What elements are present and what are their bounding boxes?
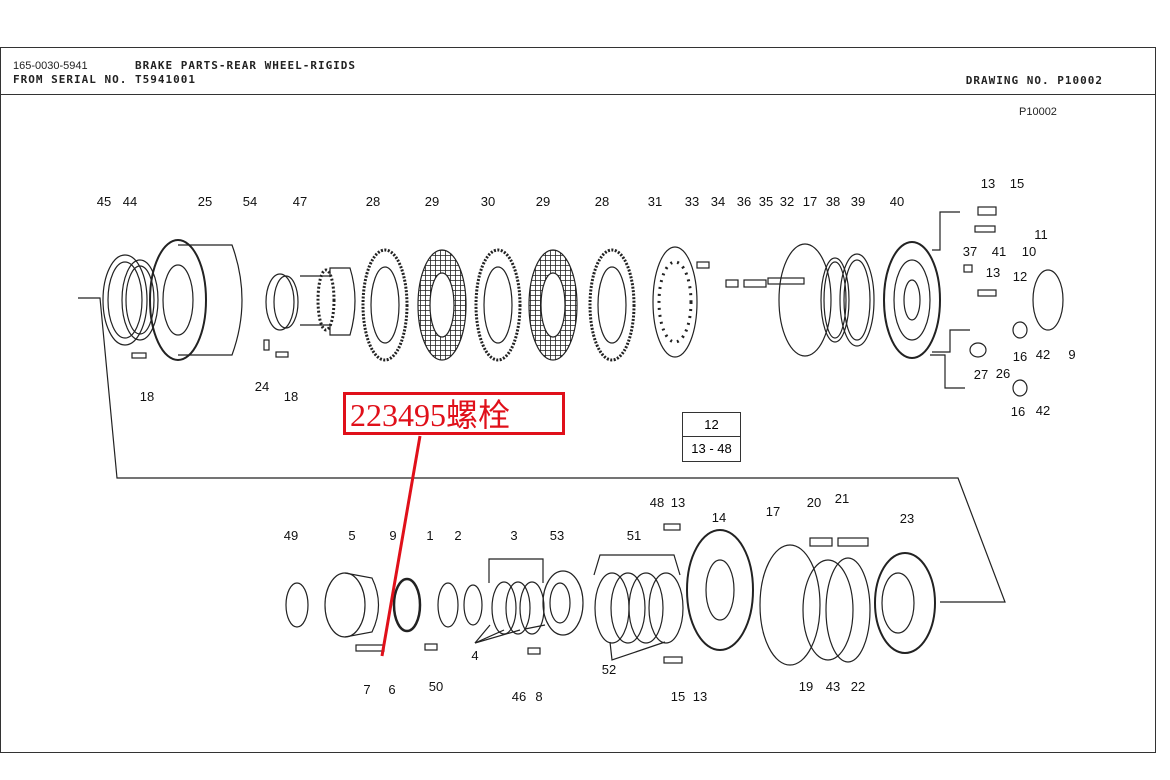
callout-label: 24 <box>255 379 269 394</box>
callout-label: 39 <box>851 194 865 209</box>
callout-label: 26 <box>996 366 1010 381</box>
callout-label: 41 <box>992 244 1006 259</box>
callout-label: 23 <box>900 511 914 526</box>
callout-label: 37 <box>963 244 977 259</box>
drawing-ref: P10002 <box>1019 106 1057 118</box>
callout-label: 1 <box>426 528 433 543</box>
callout-label: 44 <box>123 194 137 209</box>
callout-label: 51 <box>627 528 641 543</box>
callout-label: 34 <box>711 194 725 209</box>
callout-label: 13 <box>693 689 707 704</box>
drawing-sheet: 165-0030-5941 BRAKE PARTS-REAR WHEEL-RIG… <box>0 47 1156 753</box>
annotation-leader-line <box>380 435 422 657</box>
callout-label: 9 <box>389 528 396 543</box>
callout-label: 14 <box>712 510 726 525</box>
callout-label: 3 <box>510 528 517 543</box>
callout-label: 16 <box>1013 349 1027 364</box>
callout-label: 16 <box>1011 404 1025 419</box>
callout-label: 33 <box>685 194 699 209</box>
callout-label: 2 <box>454 528 461 543</box>
callout-label: 53 <box>550 528 564 543</box>
serial-number: FROM SERIAL NO. T5941001 <box>13 73 196 86</box>
callout-label: 54 <box>243 194 257 209</box>
callout-label: 13 <box>671 495 685 510</box>
reference-bottom: 13 - 48 <box>691 441 732 456</box>
drawing-number: DRAWING NO. P10002 <box>965 74 1103 87</box>
callout-label: 31 <box>648 194 662 209</box>
callout-label: 47 <box>293 194 307 209</box>
callout-label: 11 <box>1034 227 1048 242</box>
callout-label: 30 <box>481 194 495 209</box>
callout-label: 5 <box>348 528 355 543</box>
callout-label: 29 <box>536 194 550 209</box>
callout-label: 28 <box>595 194 609 209</box>
callout-label: 48 <box>650 495 664 510</box>
title-block: 165-0030-5941 BRAKE PARTS-REAR WHEEL-RIG… <box>1 48 1155 95</box>
callout-label: 22 <box>851 679 865 694</box>
callout-label: 7 <box>363 682 370 697</box>
callout-label: 12 <box>1013 269 1027 284</box>
callout-label: 18 <box>284 389 298 404</box>
callout-label: 6 <box>388 682 395 697</box>
callout-label: 17 <box>766 504 780 519</box>
callout-label: 49 <box>284 528 298 543</box>
part-number: 165-0030-5941 <box>13 60 88 72</box>
callout-label: 15 <box>671 689 685 704</box>
callout-label: 27 <box>974 367 988 382</box>
callout-label: 4 <box>471 648 478 663</box>
callout-label: 21 <box>835 491 849 506</box>
callout-label: 32 <box>780 194 794 209</box>
annotation-text: 223495螺栓 <box>350 397 511 433</box>
callout-label: 17 <box>803 194 817 209</box>
reference-box: 12 13 - 48 <box>682 412 741 462</box>
annotation-box: 223495螺栓 <box>343 392 565 435</box>
callout-label: 29 <box>425 194 439 209</box>
callout-label: 46 <box>512 689 526 704</box>
callout-label: 35 <box>759 194 773 209</box>
callout-label: 52 <box>602 662 616 677</box>
callout-label: 13 <box>986 265 1000 280</box>
callout-label: 20 <box>807 495 821 510</box>
callout-label: 40 <box>890 194 904 209</box>
callout-label: 13 <box>981 176 995 191</box>
callout-label: 19 <box>799 679 813 694</box>
callout-label: 36 <box>737 194 751 209</box>
drawing-title: BRAKE PARTS-REAR WHEEL-RIGIDS <box>135 59 357 72</box>
callout-label: 43 <box>826 679 840 694</box>
callout-label: 8 <box>535 689 542 704</box>
callout-label: 45 <box>97 194 111 209</box>
callout-label: 25 <box>198 194 212 209</box>
callout-label: 9 <box>1068 347 1075 362</box>
callout-label: 10 <box>1022 244 1036 259</box>
assembly-outline <box>78 297 1006 603</box>
callout-label: 42 <box>1036 403 1050 418</box>
callout-label: 28 <box>366 194 380 209</box>
reference-top: 12 <box>683 413 740 437</box>
callout-label: 15 <box>1010 176 1024 191</box>
callout-label: 42 <box>1036 347 1050 362</box>
callout-label: 38 <box>826 194 840 209</box>
callout-label: 18 <box>140 389 154 404</box>
callout-label: 50 <box>429 679 443 694</box>
